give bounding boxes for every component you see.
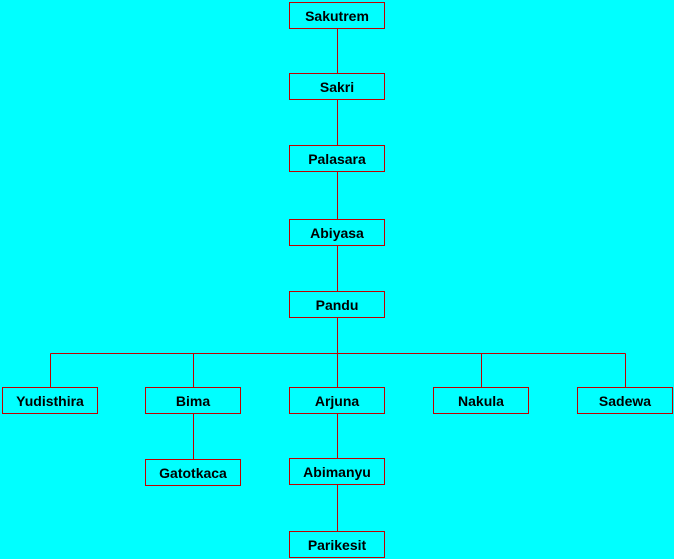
node-sakri: Sakri bbox=[289, 73, 385, 100]
connector-pandu bbox=[50, 318, 626, 387]
node-pandu: Pandu bbox=[289, 291, 385, 318]
node-nakula: Nakula bbox=[433, 387, 529, 414]
node-gatotkaca: Gatotkaca bbox=[145, 459, 241, 486]
node-abimanyu: Abimanyu bbox=[289, 458, 385, 485]
node-sadewa: Sadewa bbox=[577, 387, 673, 414]
node-sakutrem: Sakutrem bbox=[289, 2, 385, 29]
node-palasara: Palasara bbox=[289, 145, 385, 172]
node-bima: Bima bbox=[145, 387, 241, 414]
node-arjuna: Arjuna bbox=[289, 387, 385, 414]
node-parikesit: Parikesit bbox=[289, 531, 385, 558]
node-abiyasa: Abiyasa bbox=[289, 219, 385, 246]
node-yudisthira: Yudisthira bbox=[2, 387, 98, 414]
